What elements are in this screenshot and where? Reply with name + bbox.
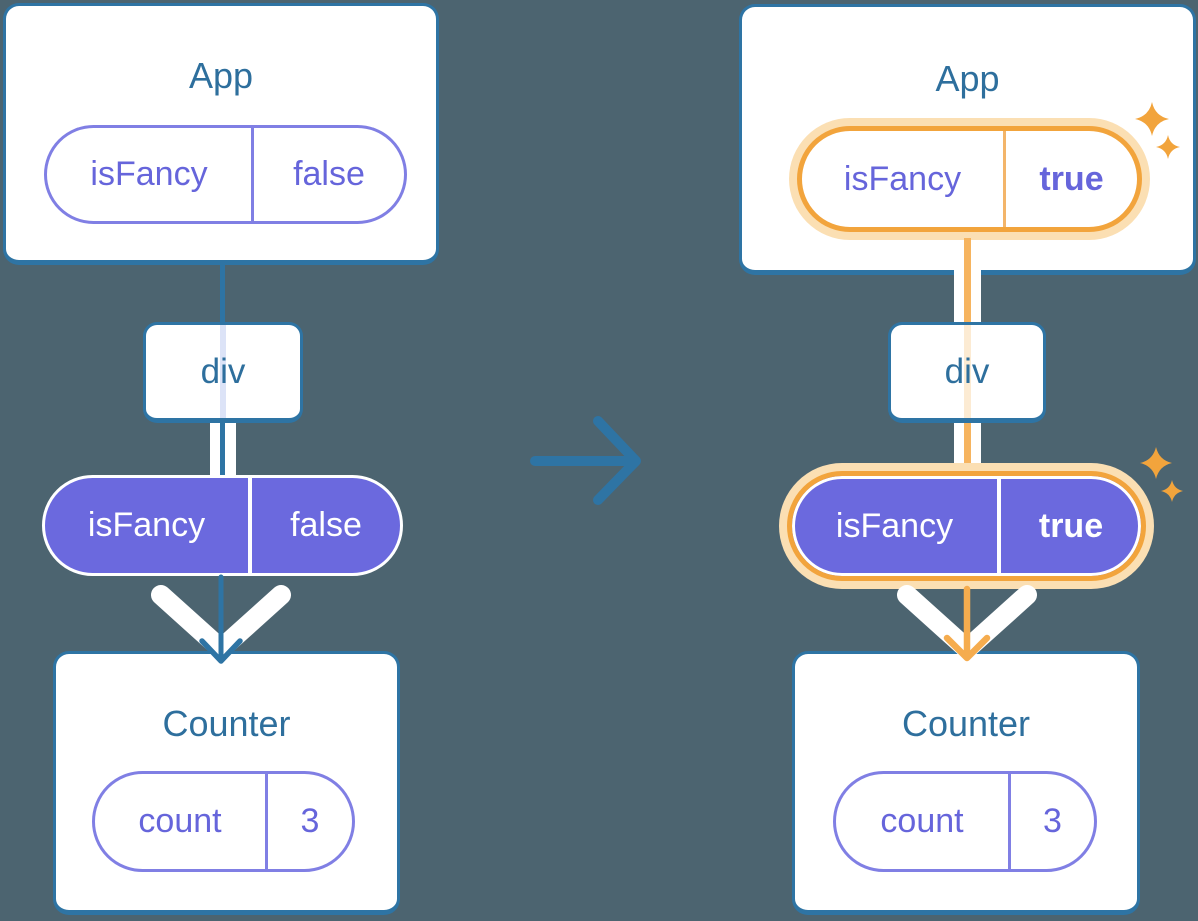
prop-value: true: [997, 476, 1141, 576]
right-div-pass-line: [964, 325, 971, 418]
right-app-title: App: [935, 58, 1000, 99]
left-counter-state-pill: count 3: [92, 771, 355, 872]
right-passed-prop-pill-highlighted: isFancy true: [787, 471, 1146, 581]
right-app-card: App isFancy true: [739, 4, 1196, 275]
prop-key: isFancy: [90, 155, 208, 193]
left-div-pill-stripe: [210, 421, 236, 477]
state-value: 3: [265, 774, 352, 869]
right-div-label: div: [944, 351, 990, 391]
prop-key: isFancy: [843, 159, 962, 198]
right-div-pill-stripe: [954, 421, 981, 468]
state-key: count: [880, 802, 964, 840]
right-counter-card: Counter count 3: [792, 651, 1140, 915]
state-value: 3: [1008, 774, 1094, 869]
prop-value: true: [1003, 131, 1137, 227]
left-passed-prop-pill: isFancy false: [42, 475, 403, 576]
right-chevron-arrow-icon: [897, 585, 1037, 662]
left-app-div-line: [220, 255, 225, 325]
right-counter-state-pill: count 3: [833, 771, 1097, 872]
left-div-pass-line: [220, 325, 226, 418]
left-app-prop-pill: isFancy false: [44, 125, 407, 224]
left-chevron-arrow-icon: [151, 574, 291, 664]
right-app-prop-pill-highlighted: isFancy true: [797, 126, 1142, 232]
prop-value: false: [248, 478, 400, 573]
sparkle-icon: [1140, 447, 1183, 502]
left-div-label: div: [200, 351, 246, 391]
right-counter-title: Counter: [901, 703, 1031, 744]
state-key: count: [138, 802, 222, 840]
left-counter-card: Counter count 3: [53, 651, 400, 915]
prop-key: isFancy: [87, 506, 206, 544]
transition-arrow-icon: [530, 416, 641, 505]
right-app-div-line: [954, 238, 981, 322]
prop-key: isFancy: [835, 506, 954, 545]
left-div-card: div: [143, 322, 303, 423]
prop-value: false: [251, 128, 404, 221]
left-app-card: App isFancy false: [3, 3, 439, 265]
left-counter-title: Counter: [162, 703, 291, 744]
right-div-card: div: [888, 322, 1046, 423]
left-app-title: App: [188, 55, 254, 96]
